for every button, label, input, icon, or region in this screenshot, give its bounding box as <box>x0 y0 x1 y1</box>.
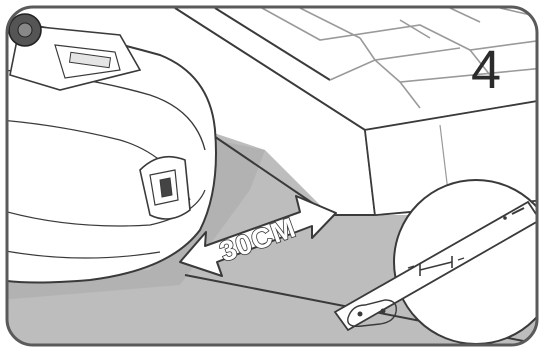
magnifier-lens <box>394 180 544 344</box>
step-number: 4 <box>471 40 501 100</box>
